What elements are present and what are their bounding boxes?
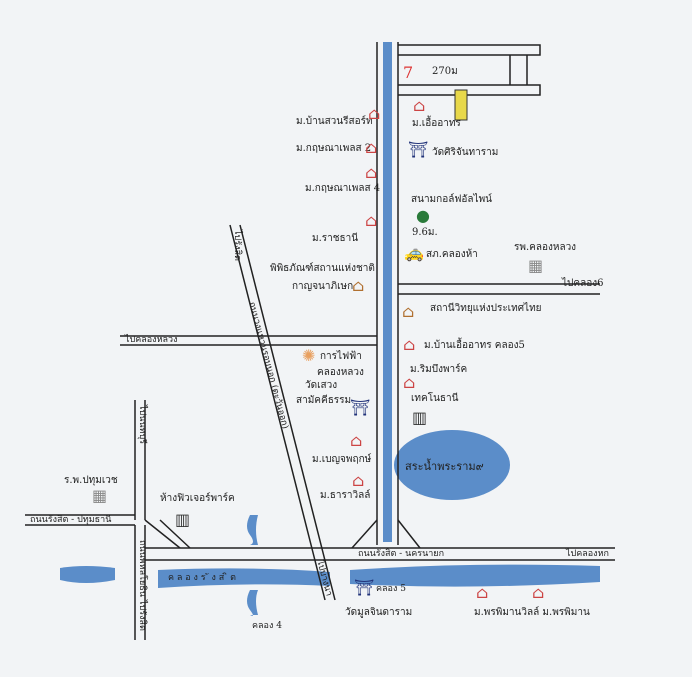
house-icon: ⌂ [532,583,545,602]
label-krisana-4: ม.กฤษณาเพลส 4 [305,183,381,194]
label-wat-moon: วัดมูลจินดาราม [345,607,413,618]
label-klong4: คลอง 4 [252,621,282,631]
house-icon: ⌂ [368,104,381,123]
police-car-icon: 🚕 [404,243,424,262]
house-icon: ⌂ [413,96,426,115]
label-pathumvech: ร.พ.ปทุมเวช [64,475,118,486]
electric-icon: ✺ [302,346,316,365]
label-museum: พิพิธภัณฑ์สถานแห่งชาติ [270,263,375,274]
hospital-icon: ▦ [92,486,108,505]
label-to-rangsit: ไปรังสิต [137,600,147,631]
house-icon: ⌂ [352,471,365,490]
golf-icon: ● [416,206,430,225]
label-lake: สระน้ำพระราม๙ [405,460,484,473]
label-to-klonghok: ไปคลองหก [566,549,609,559]
label-technopolis: เทคโนธานี [411,393,459,404]
label-eua-arthorn-k5: ม.บ้านเอื้ออาทร คลอง5 [424,340,525,351]
radio-station-icon: ⌂ [402,302,415,321]
house-icon: ⌂ [365,138,378,157]
label-phahonyothin: ถนนพหลโยธิน [137,540,147,597]
canal-klong4-south [247,590,258,616]
label-krisana-2: ม.กฤษณาเพลส 2 [296,143,372,154]
temple-icon: ⛩ [350,398,371,417]
label-hospital-klongluang: รพ.คลองหลวง [514,242,577,253]
label-to-nonthaburi: ไปนนทบุรี [137,405,147,445]
canal-klong4-north [247,515,258,545]
water [60,42,600,616]
house-icon: ⌂ [476,583,489,602]
label-benjapruk: ม.เบญจพฤกษ์ [312,454,372,465]
hospital-icon: ▦ [528,256,544,275]
house-icon: ⌂ [365,163,378,182]
canal-klong5 [383,42,392,542]
label-klong-rangsit: ค ล อ ง ร ั ง ส ิ ต [168,573,236,583]
label-wat-siri: วัดศิริจันทาราม [432,147,499,158]
temple-icon: ⛩ [408,140,429,159]
label-museum-2: กาญจนาภิเษก [292,281,354,292]
building-yellow [454,89,468,121]
label-eua-arthorn: ม.เอื้ออาทร [412,118,461,129]
house-icon: ⌂ [403,335,416,354]
house-icon: ⌂ [403,373,416,392]
building-icon: ▥ [412,408,428,427]
label-rangsit-pathum: ถนนรังสิต - ปทุมธานี [30,515,112,525]
label-golf: สนามกอล์ฟอัลไพน์ [411,194,493,205]
label-future-park: ห้างฟิวเจอร์พาร์ค [160,493,235,504]
canal-far-left [60,566,115,583]
house-icon: ⌂ [365,211,378,230]
label-wat-sawaeng: วัดเสวง [305,380,338,391]
label-klong5: คลอง 5 [376,584,406,594]
mall-icon: ▥ [175,510,191,529]
label-rimbueng: ม.ริมบึงพาร์ค [410,364,468,375]
canal-rangsit-left [158,568,330,588]
label-to-klongluang: ไปคลองหลวง [125,335,178,345]
label-ratchathani: ม.ราชธานี [312,233,359,244]
lake-rama9 [394,430,510,500]
museum-icon: ⌂ [352,276,365,295]
seven-eleven-icon: 7 [403,63,414,82]
roads [25,42,615,640]
label-dist-96: 9.6ม. [412,227,438,238]
label-electric: การไฟฟ้า [320,351,362,362]
house-icon: ⌂ [350,431,363,450]
label-baan-suan-resort: ม.บ้านสวนรีสอร์ท [296,116,373,127]
canal-rangsit-right [350,564,600,587]
label-police: สภ.คลองห้า [426,249,478,260]
label-tharaville: ม.ธาราวิลล์ [320,490,371,501]
label-pornpiman: ม.พรพิมานวิลล์ ม.พรพิมาน [474,607,590,618]
label-wat-sawaeng-2: สามัคคีธรรม [296,395,352,406]
label-rangsit-nakhon: ถนนรังสิต - นครนายก [358,549,445,559]
label-electric-2: คลองหลวง [317,367,364,378]
label-to-rangsit-top: ไปรังสิต [232,230,242,261]
label-270: 270ม [432,66,458,77]
label-radio: สถานีวิทยุแห่งประเทศไทย [430,303,542,314]
label-to-klong6: ไปคลอง6 [562,278,604,289]
temple-icon: ⛩ [354,578,375,597]
